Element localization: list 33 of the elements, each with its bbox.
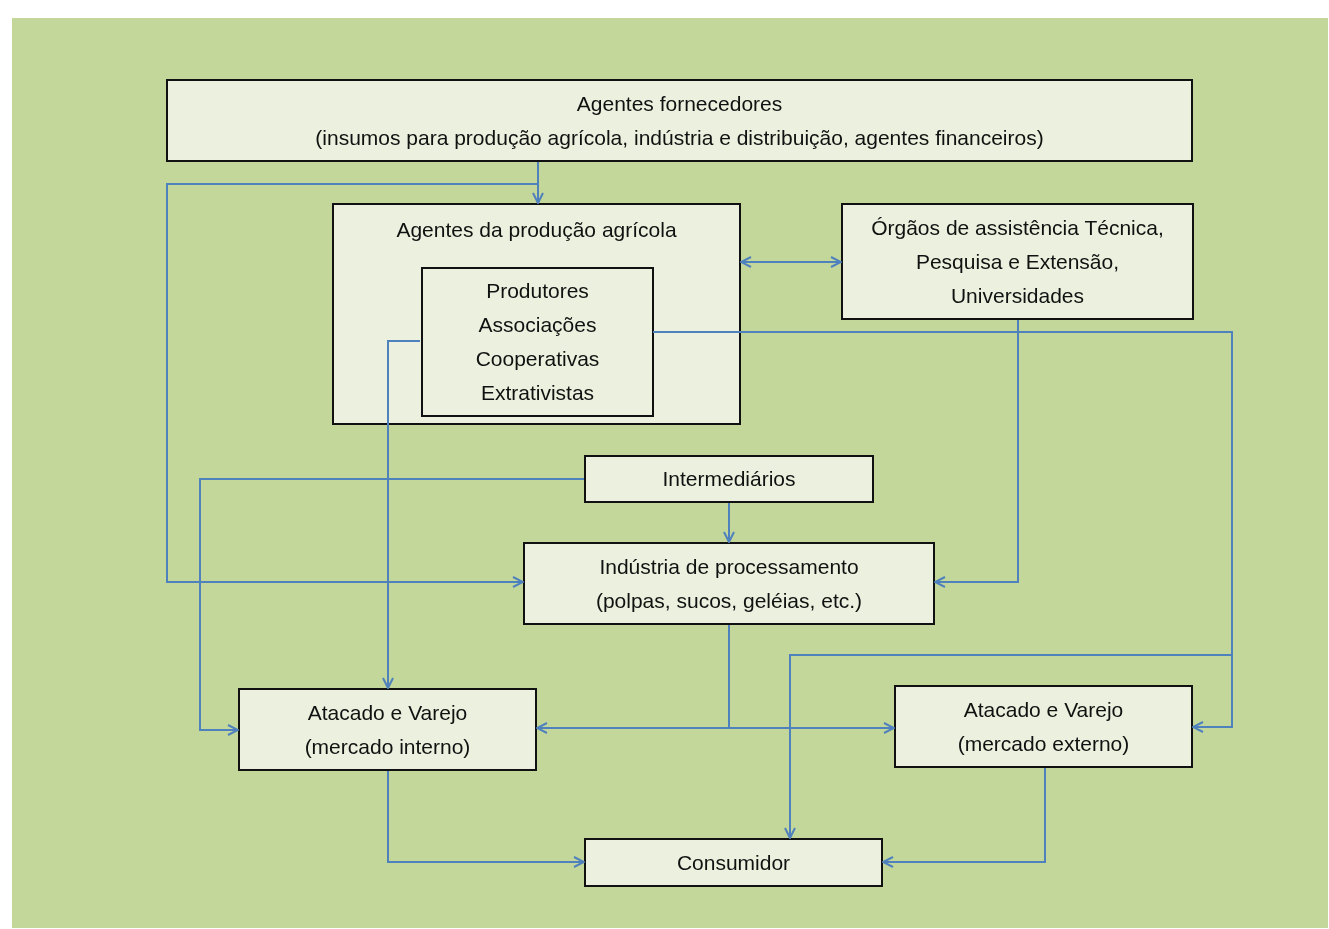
- process-box: [421, 267, 654, 417]
- box-text: Produtores: [486, 278, 589, 304]
- box-text: (insumos para produção agrícola, indústria e distribuição, agentes financeiros): [315, 124, 1044, 151]
- box-text: Associações: [478, 312, 597, 338]
- box-heading: Indústria de processamento: [599, 553, 859, 580]
- box-heading: Agentes fornecedores: [576, 90, 783, 117]
- box-text: Extrativistas: [480, 380, 595, 406]
- arrow: [740, 256, 842, 268]
- box-text: (polpas, sucos, geléias, etc.): [595, 587, 863, 614]
- process-box: [894, 685, 1193, 768]
- box-text: Intermediários: [662, 466, 796, 492]
- arrow: [382, 340, 421, 689]
- box-heading: Atacado e Varejo: [307, 699, 468, 726]
- arrow: [934, 319, 1019, 588]
- box-text: Agentes da produção agrícola: [396, 217, 677, 243]
- arrow: [387, 770, 585, 868]
- box-text: (mercado externo): [957, 730, 1130, 757]
- box-text: Consumidor: [676, 849, 791, 876]
- process-box: [841, 203, 1194, 320]
- process-box: [523, 542, 935, 625]
- process-box: [584, 455, 874, 503]
- process-box: [584, 838, 883, 887]
- box-text: (mercado interno): [304, 733, 471, 760]
- process-box: [166, 79, 1193, 162]
- group-box: [332, 203, 741, 425]
- arrow: [723, 502, 735, 543]
- process-box: [238, 688, 537, 771]
- box-heading: Atacado e Varejo: [963, 696, 1124, 723]
- arrow: [728, 624, 895, 734]
- arrow: [882, 767, 1046, 868]
- box-text: Cooperativas: [475, 346, 600, 372]
- arrow: [199, 478, 585, 736]
- box-text: Órgãos de assistência Técnica, Pesquisa e Extensão, Universidades: [870, 214, 1165, 309]
